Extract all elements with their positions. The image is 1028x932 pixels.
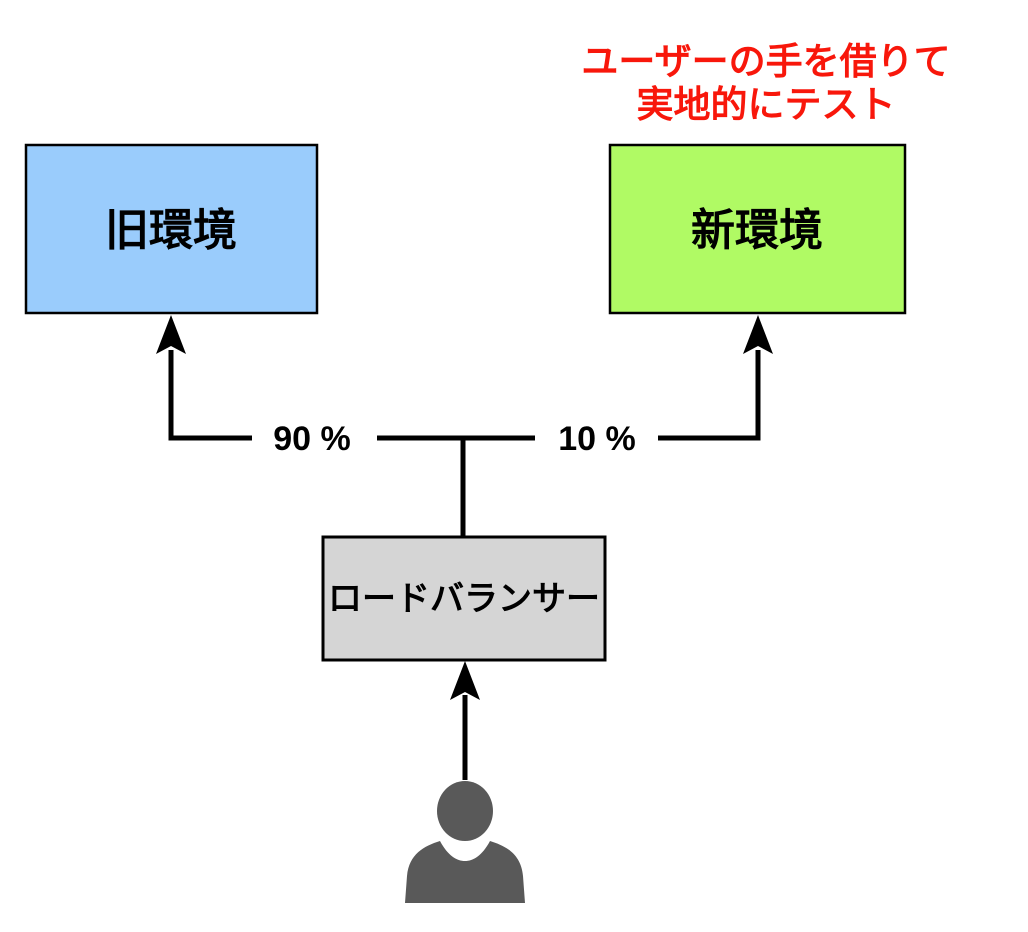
new-env-label: 新環境 (691, 206, 823, 255)
annotation-line2: 実地的にテスト (637, 84, 896, 125)
old-env-label: 旧環境 (105, 206, 237, 255)
edge-label-10-percent: 10 % (558, 420, 636, 458)
load-balancer-label: ロードバランサー (328, 580, 600, 618)
arrowhead-to-old-icon (156, 315, 186, 354)
annotation-line1: ユーザーの手を借りて (581, 41, 950, 82)
new-env-box (608, 143, 907, 315)
old-env-box (24, 143, 319, 315)
arrowhead-to-lb-icon (450, 661, 480, 700)
edge-lb-to-old-line (168, 350, 252, 441)
user-person-icon (405, 781, 525, 903)
arrowhead-to-new-icon (743, 315, 773, 354)
edge-lb-to-new-line (658, 350, 761, 441)
edge-label-90-percent: 90 % (273, 420, 351, 458)
